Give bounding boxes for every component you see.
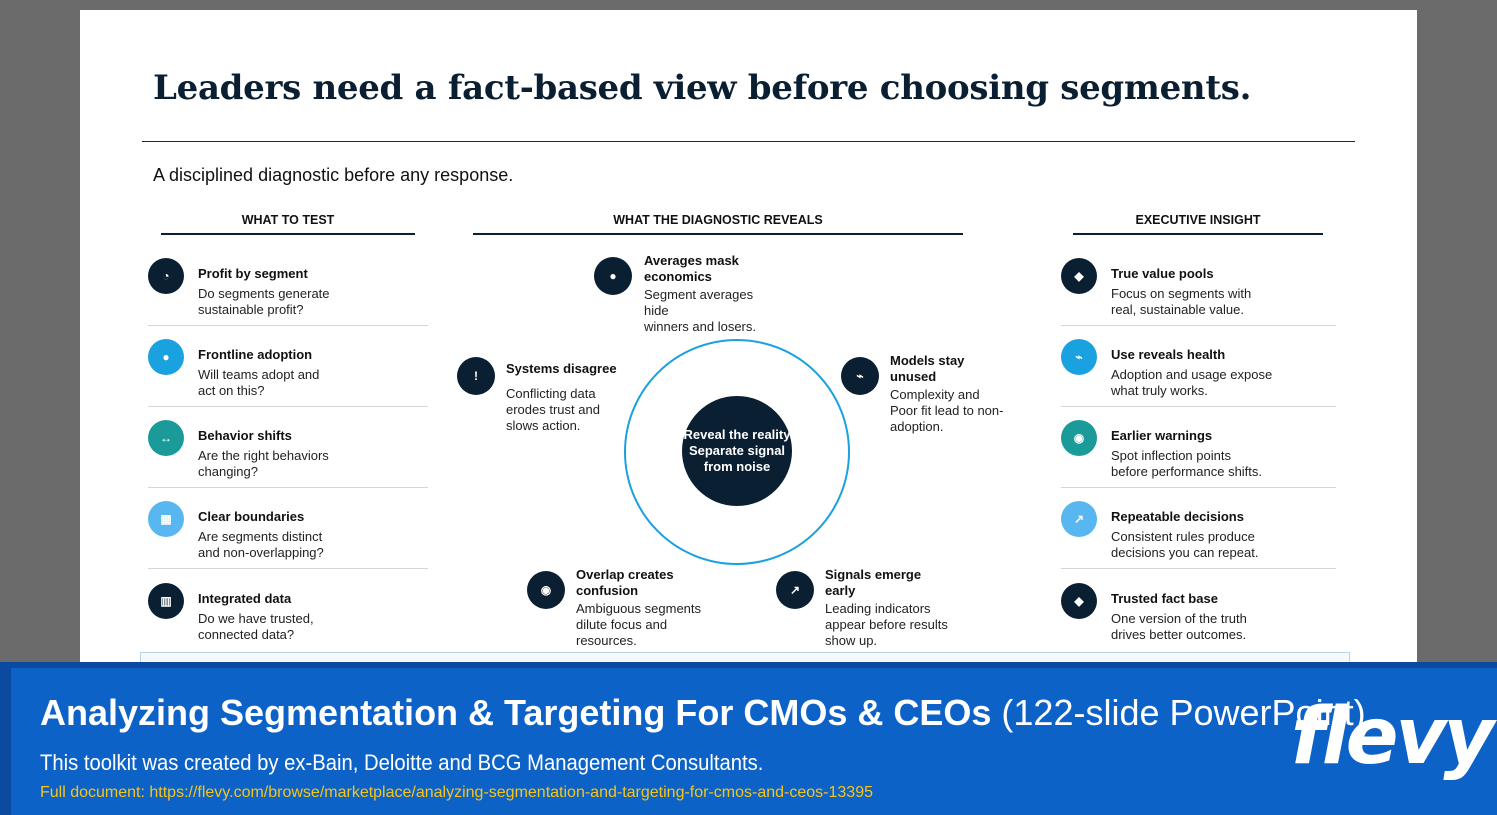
insight-item-desc: Focus on segments with real, sustainable… [1111,286,1252,317]
column-header-test-underline [161,233,415,235]
insight-item-desc: One version of the truth drives better o… [1111,611,1247,642]
diagnostic-item-title: Overlap creates confusion [576,567,674,598]
diamond-icon: ◆ [1061,583,1097,619]
promo-banner: Analyzing Segmentation & Targeting For C… [0,662,1497,815]
square-icon: ▦ [148,501,184,537]
column-header-diagnostic: WHAT THE DIAGNOSTIC REVEALS [473,213,963,235]
trend-up-icon: ↗ [776,571,814,609]
test-divider [148,487,428,488]
insight-item-desc: Consistent rules produce decisions you c… [1111,529,1259,560]
insight-item-title: Trusted fact base [1111,591,1218,606]
banner-title: Analyzing Segmentation & Targeting For C… [40,692,1366,734]
test-item-desc: Are segments distinct and non-overlappin… [198,529,324,560]
diagnostic-ring [624,339,850,565]
promo-banner-panel: Analyzing Segmentation & Targeting For C… [11,668,1497,815]
flevy-logo[interactable]: flevy [1291,692,1494,782]
slide: Leaders need a fact-based view before ch… [80,10,1417,670]
column-header-diagnostic-underline [473,233,963,235]
target-icon: ◉ [527,571,565,609]
dot-icon: ● [594,257,632,295]
test-item-title: Frontline adoption [198,347,313,362]
test-item-desc: Do segments generate sustainable profit? [198,286,330,317]
slide-title: Leaders need a fact-based view before ch… [153,68,1252,108]
pulse-icon: ⌁ [1061,339,1097,375]
insight-item-title: Repeatable decisions [1111,509,1244,524]
broken-link-icon: ⌁ [841,357,879,395]
core-line-1: Reveal the reality [683,427,791,442]
test-item-desc: Are the right behaviors changing? [198,448,329,479]
alert-icon: ! [457,357,495,395]
insight-item-title: True value pools [1111,266,1214,281]
user-icon: ● [148,339,184,375]
test-divider [148,406,428,407]
diagnostic-item-desc: Complexity and Poor fit lead to non- ado… [890,387,1004,434]
diagnostic-core: Reveal the reality Separate signal from … [682,396,792,506]
pie-chart-icon: ◔ [148,258,184,294]
arrow-icon: ↗ [1061,501,1097,537]
database-icon: ▥ [148,583,184,619]
insight-divider [1061,406,1336,407]
banner-url-link[interactable]: Full document: https://flevy.com/browse/… [40,784,873,801]
column-header-test: WHAT TO TEST [161,213,415,235]
test-item-title: Integrated data [198,591,292,606]
test-item-title: Clear boundaries [198,509,305,524]
arrows-icon: ↔ [148,420,184,456]
insight-item-title: Earlier warnings [1111,428,1213,443]
test-item-desc: Do we have trusted, connected data? [198,611,314,642]
test-item-title: Profit by segment [198,266,308,281]
banner-title-bold: Analyzing Segmentation & Targeting For C… [40,692,992,733]
column-header-test-label: WHAT TO TEST [241,213,335,227]
core-line-2: Separate signal from noise [688,443,786,474]
test-divider [148,325,428,326]
diagnostic-item-desc: Ambiguous segments dilute focus and reso… [576,601,702,648]
test-item-desc: Will teams adopt and act on this? [198,367,320,398]
test-divider [148,568,428,569]
insight-divider [1061,568,1336,569]
column-header-insight-label: EXECUTIVE INSIGHT [1135,213,1261,227]
insight-divider [1061,325,1336,326]
slide-subtitle: A disciplined diagnostic before any resp… [153,165,514,185]
title-divider [142,141,1355,142]
insight-divider [1061,487,1336,488]
banner-title-light: (122-slide PowerPoint) [991,692,1366,733]
insight-item-desc: Adoption and usage expose what truly wor… [1111,367,1273,398]
column-header-insight: EXECUTIVE INSIGHT [1073,213,1323,235]
column-header-diagnostic-label: WHAT THE DIAGNOSTIC REVEALS [613,213,823,227]
banner-subtitle: This toolkit was created by ex-Bain, Del… [40,750,764,775]
diagnostic-item-title: Systems disagree [506,361,617,376]
insight-item-title: Use reveals health [1111,347,1226,362]
diagnostic-item-title: Averages mask economics [644,253,739,284]
diagnostic-item-desc: Segment averages hide winners and losers… [644,287,756,334]
diagnostic-item-desc: Conflicting data erodes trust and slows … [506,386,600,433]
diagnostic-item-title: Signals emerge early [825,567,922,598]
diagnostic-item-title: Models stay unused [890,353,965,384]
diagnostic-item-desc: Leading indicators appear before results… [825,601,948,648]
insight-item-desc: Spot inflection points before performanc… [1111,448,1263,479]
test-item-title: Behavior shifts [198,428,292,443]
column-header-insight-underline [1073,233,1323,235]
warning-icon: ◉ [1061,420,1097,456]
diamond-icon: ◆ [1061,258,1097,294]
